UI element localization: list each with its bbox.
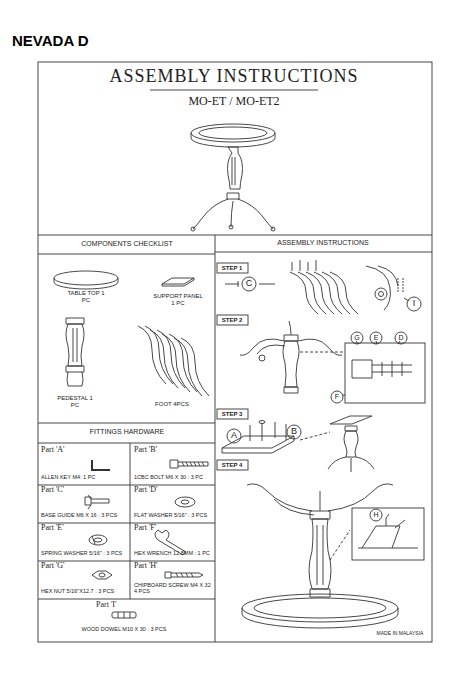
step4-drawing <box>242 484 424 628</box>
step2-drawing <box>240 321 425 403</box>
callout-letter: F <box>335 393 339 401</box>
part-letter: Part 'H' <box>134 562 158 571</box>
callout-letter: B <box>291 427 297 437</box>
step-tag <box>217 409 248 419</box>
section-heading: COMPONENTS CHECKLIST <box>81 240 172 248</box>
sheet-frame <box>38 62 432 642</box>
header-rule <box>150 90 318 91</box>
step-tag: STEP 3 <box>222 411 243 418</box>
callout-letter: D <box>398 334 403 342</box>
section-heading: FITTINGS HARDWARE <box>90 428 164 436</box>
grid-line <box>130 443 131 599</box>
divider <box>38 423 215 424</box>
hardware-name: FLAT WASHER 5/16" : 3 PCS <box>134 512 214 518</box>
part-letter: Part 'B' <box>134 446 157 455</box>
divider <box>38 235 432 236</box>
divider <box>38 443 215 444</box>
table-illustration <box>191 124 275 231</box>
hardware-name: ALLEN KEY M4: 1 PC <box>41 474 127 480</box>
part-letter: Part 'I' <box>96 601 116 610</box>
hardware-name: HEX WRENCH 12.8MM : 1 PC <box>134 550 214 556</box>
hardware-name: 1CBC BOLT M6 X 30 : 3 PC <box>134 474 214 480</box>
hardware-name: WOOD DOWEL M10 X 30 : 3 PCS <box>82 626 167 632</box>
heading: ASSEMBLY INSTRUCTIONS <box>109 67 358 87</box>
part-name: PEDESTAL 1 PC <box>54 395 96 408</box>
callout-letter: E <box>374 334 379 342</box>
callout-letter: G <box>354 334 359 342</box>
divider <box>38 254 215 255</box>
model-number: MO-ET / MO-ET2 <box>188 95 279 108</box>
hardware-name: CHIPBOARD SCREW M4 X 32 4 PCS <box>134 582 214 594</box>
component-drawings <box>54 271 209 396</box>
callout-letter: C <box>246 279 253 289</box>
hardware-name: SPRING WASHER 5/16" : 3 PCS <box>41 550 127 556</box>
step-tag <box>217 460 248 470</box>
step-tag: STEP 1 <box>222 265 243 272</box>
part-name: SUPPORT PANEL 1 PC <box>153 293 203 306</box>
step-tag <box>217 263 248 273</box>
divider <box>215 252 432 253</box>
grid-line <box>38 561 215 562</box>
grid-line <box>38 523 215 524</box>
part-letter: Part 'D' <box>134 486 158 495</box>
part-name: FOOT 4PCS <box>155 401 189 408</box>
step-tag: STEP 2 <box>222 317 243 324</box>
part-letter: Part 'C' <box>41 486 64 495</box>
hardware-icons <box>85 460 208 618</box>
hardware-name: HEX NUT 5/16"X12.7 : 3 PCS <box>41 588 127 594</box>
part-letter: Part 'F' <box>134 524 156 533</box>
callout-circles <box>227 277 421 521</box>
hardware-name: BASE GUIDE M6 X 16 : 3 PCS <box>41 512 127 518</box>
page-title: NEVADA D <box>12 32 89 49</box>
grid-line <box>38 599 215 600</box>
grid-line <box>38 485 215 486</box>
part-letter: Part 'A' <box>41 446 65 455</box>
callout-letter: A <box>231 431 237 441</box>
step3-drawing <box>222 416 374 472</box>
callout-letter: I <box>413 299 416 309</box>
part-letter: Part 'E' <box>41 524 64 533</box>
step1-drawing <box>225 260 409 314</box>
step-tag: STEP 4 <box>222 462 243 469</box>
callout-letter: H <box>373 511 378 519</box>
origin-note: MADE IN MALAYSIA <box>377 631 424 637</box>
section-heading: ASSEMBLY INSTRUCTIONS <box>277 239 369 247</box>
part-letter: Part 'G' <box>41 562 65 571</box>
divider <box>215 235 216 642</box>
part-name: TABLE TOP 1 PC <box>66 290 106 303</box>
step-tag <box>217 315 248 325</box>
